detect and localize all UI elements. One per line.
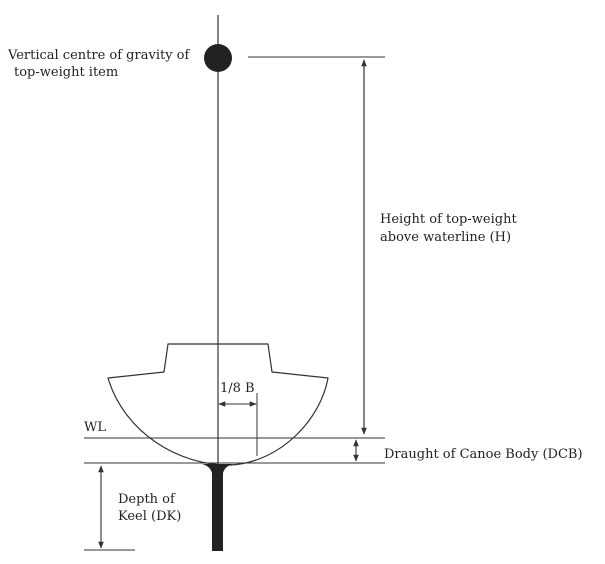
vcg-label-line1: Vertical centre of gravity of <box>8 48 190 63</box>
keel-depth-label-line1: Depth of <box>118 492 175 507</box>
draught-label: Draught of Canoe Body (DCB) <box>384 447 583 462</box>
waterline-label: WL <box>84 420 106 435</box>
height-label-line1: Height of top-weight <box>380 212 517 227</box>
canoe-body-outline <box>107 343 329 466</box>
keel <box>202 464 233 551</box>
top-weight-cg-dot <box>204 44 232 72</box>
vcg-label-line2: top-weight item <box>14 65 119 80</box>
eighth-b-label: 1/8 B <box>220 381 255 396</box>
keel-depth-label-line2: Keel (DK) <box>118 509 182 524</box>
height-label-line2: above waterline (H) <box>380 230 512 245</box>
